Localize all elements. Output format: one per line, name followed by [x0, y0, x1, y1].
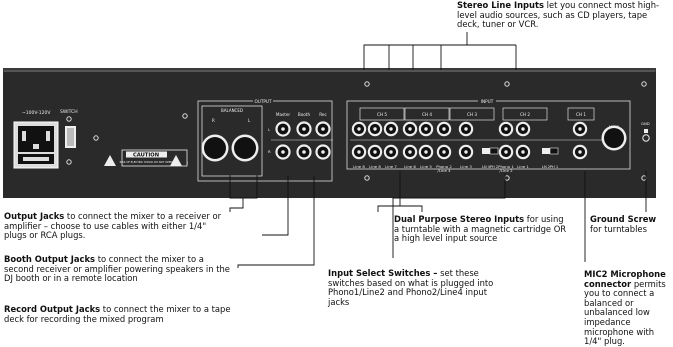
svg-text:L: L — [248, 118, 251, 123]
input-jack-label: Line 8 — [369, 164, 381, 169]
input-rca-jack — [458, 144, 474, 160]
input-select-switches-callout: Input Select Switches – set these switch… — [328, 268, 494, 307]
svg-text:L: L — [268, 127, 271, 132]
input-jack-label: Line 1 — [517, 164, 529, 169]
svg-text:R: R — [212, 118, 215, 123]
svg-text:R: R — [268, 149, 271, 154]
stereo-line-inputs-callout: Stereo Line Inputs let you connect most … — [457, 0, 660, 30]
mic2-jack: MIC 2 — [601, 125, 627, 151]
switch-label: SWITCH — [60, 109, 78, 115]
input-rca-jack — [402, 121, 418, 137]
input-rca-jack — [572, 121, 588, 137]
svg-text:CAUTION: CAUTION — [133, 153, 159, 159]
input-jack-label: Line 6 — [404, 164, 416, 169]
input-jack-labels: Line 8 Line 8 Line 7 Line 6 Line 5 Phono 2/Li… — [353, 164, 529, 173]
channel-label: CH 1 — [576, 112, 586, 117]
ground-screw: GND — [641, 121, 650, 142]
svg-text:Rec: Rec — [319, 112, 327, 117]
channel-label: CH 5 — [377, 112, 387, 117]
quarter-inch-output-jack-left — [231, 134, 259, 162]
svg-text:Master: Master — [276, 112, 291, 117]
svg-text:OUTPUT: OUTPUT — [254, 99, 272, 104]
input-jack-label: Line 7 — [385, 164, 397, 169]
input-rca-jack — [351, 121, 367, 137]
output-rca-jack — [315, 121, 331, 137]
switch-label: LN 4 — [482, 165, 491, 169]
channel-labels: CH 5 CH 4 CH 3 CH 2 CH 1 — [377, 112, 586, 117]
output-rca-jack — [296, 121, 312, 137]
input-jack-label: Line 8 — [353, 164, 365, 169]
svg-text:GND: GND — [641, 121, 650, 126]
svg-text:Booth: Booth — [298, 112, 311, 117]
input-rca-jack — [515, 144, 531, 160]
input-rca-jack — [351, 144, 367, 160]
power-inlet — [13, 121, 59, 169]
svg-text:INPUT: INPUT — [481, 99, 494, 104]
output-section: OUTPUT BALANCED R L Master Booth Rec L R — [197, 98, 333, 182]
input-rca-jack — [458, 121, 474, 137]
input-section: INPUT L R — [346, 98, 631, 170]
rear-panel — [3, 68, 656, 198]
input-jack-label: Phono 1/Line 2 — [498, 164, 514, 173]
switch-label: PH 2 — [490, 165, 498, 169]
dual-purpose-inputs-callout: Dual Purpose Stereo Inputs for using a t… — [394, 214, 567, 244]
input-rca-jack — [498, 121, 514, 137]
record-output-jacks-callout: Record Output Jacks to connect the mixer… — [4, 304, 231, 324]
input-rca-jack — [367, 144, 383, 160]
output-rca-jack — [275, 144, 291, 160]
output-rca-jack — [296, 144, 312, 160]
input-rca-jack — [418, 121, 434, 137]
power-switch — [65, 126, 76, 148]
switch-label: PH 1 — [550, 165, 558, 169]
input-rca-jack — [367, 121, 383, 137]
power-label: ~100V-120V — [22, 110, 51, 116]
channel-label: CH 4 — [422, 112, 432, 117]
booth-output-jacks-callout: Booth Output Jacks to connect the mixer … — [4, 254, 230, 284]
input-rca-jack — [436, 144, 452, 160]
svg-text:MIC 2: MIC 2 — [609, 125, 619, 129]
caution-label: CAUTION RISK OF ELECTRIC SHOCK DO NOT OP… — [104, 149, 188, 167]
rca-jacks — [275, 121, 588, 160]
input-jack-label: Line 5 — [420, 164, 432, 169]
channel-label: CH 3 — [467, 112, 477, 117]
svg-text:RISK OF ELECTRIC SHOCK DO NOT: RISK OF ELECTRIC SHOCK DO NOT OPEN — [120, 160, 173, 164]
input-rca-jack — [515, 121, 531, 137]
input-rca-jack — [402, 144, 418, 160]
switch-label: LN 2 — [542, 165, 550, 169]
input-rca-jack — [572, 144, 588, 160]
output-jacks-callout: Output Jacks to connect the mixer to a r… — [4, 211, 222, 241]
channel-label: CH 2 — [520, 112, 530, 117]
quarter-inch-output-jack-right — [201, 134, 229, 162]
mic2-connector-callout: MIC2 Microphone connector permits you to… — [584, 269, 666, 347]
input-jack-label: Line 3 — [460, 164, 472, 169]
output-rca-jack — [275, 121, 291, 137]
output-rca-jack — [315, 144, 331, 160]
input-rca-jack — [418, 144, 434, 160]
input-rca-jack — [383, 144, 399, 160]
input-rca-jack — [436, 121, 452, 137]
callout-leader-lines — [229, 32, 647, 268]
input-rca-jack — [498, 144, 514, 160]
input-rca-jack — [383, 121, 399, 137]
svg-text:BALANCED: BALANCED — [221, 108, 243, 113]
input-jack-label: Phono 2/Line 4 — [436, 164, 452, 173]
